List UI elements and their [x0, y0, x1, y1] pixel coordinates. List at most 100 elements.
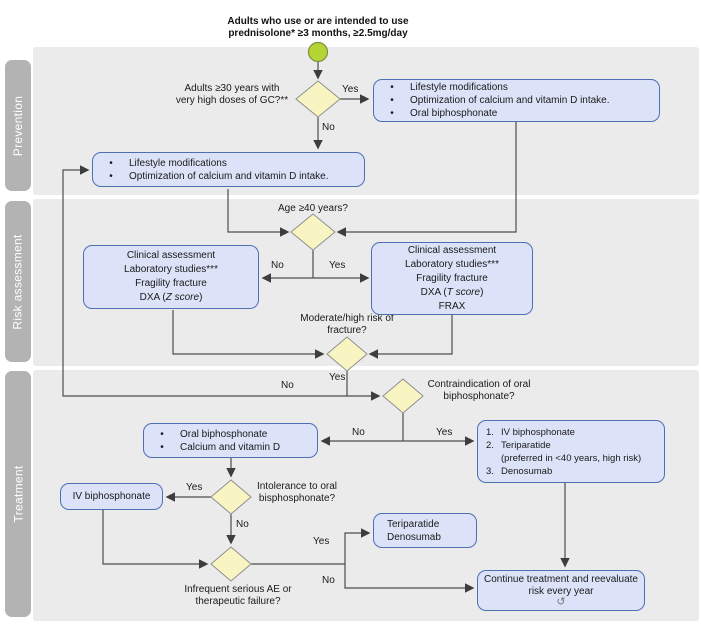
- box-line: Continue treatment and reevaluate: [484, 574, 638, 585]
- edge-label-no-highdose: No: [322, 122, 335, 133]
- start-condition-line1: Adults who use or are intended to use: [227, 16, 409, 27]
- assessment-40plus-box: Clinical assessment Laboratory studies**…: [371, 242, 533, 315]
- list-item: 2. Teriparatide: [478, 439, 664, 452]
- box-line: Fragility fracture: [135, 278, 207, 289]
- edge-under40-to-risk: [172, 310, 325, 359]
- bullet-icon: •: [390, 95, 394, 106]
- list-item: • Oral biphosphonate: [374, 107, 659, 120]
- box-line: Clinical assessment: [126, 250, 216, 261]
- dxa-score: T score: [446, 286, 481, 298]
- dxa-suffix: ): [199, 292, 203, 303]
- list-item: 1. IV biphosphonate: [478, 426, 664, 439]
- bullet-icon: •: [390, 108, 394, 119]
- box-line: IV biphosphonate: [72, 491, 151, 502]
- edge-iv-to-ae: [102, 510, 209, 569]
- edge-label-yes-fracture-risk: Yes: [329, 372, 346, 383]
- box-line: Denosumab: [387, 531, 441, 543]
- dxa-prefix: DXA (: [139, 292, 166, 303]
- list-item-text: Oral biphosphonate: [410, 108, 498, 119]
- decision-age40-diamond: [290, 213, 336, 251]
- box-line: Clinical assessment: [407, 244, 497, 256]
- list-item-text: IV biphosphonate: [501, 426, 575, 438]
- continue-treatment-box: Continue treatment and reevaluate risk e…: [477, 570, 645, 611]
- decision-contraindication-diamond: [382, 378, 424, 414]
- list-item: • Lifestyle modifications: [93, 157, 364, 170]
- decision-adverse-events-diamond: [210, 546, 252, 582]
- list-item-text: Lifestyle modifications: [129, 157, 227, 169]
- decision-intolerance-diamond: [210, 479, 252, 515]
- edge-ae-no: [344, 564, 475, 593]
- decision-label-adverse-events: Infrequent serious AE or therapeutic fai…: [184, 584, 292, 607]
- bullet-icon: •: [109, 157, 113, 169]
- section-tab-risk-assessment: Risk assessment: [5, 201, 31, 362]
- edge-label-no-fracture-risk: No: [281, 380, 294, 391]
- edge-ae-yes: [251, 528, 371, 565]
- assessment-under40-box: Clinical assessment Laboratory studies**…: [83, 245, 259, 309]
- edge-40plus-to-risk: [368, 315, 453, 359]
- list-item: • Optimization of calcium and vitamin D i…: [93, 170, 364, 183]
- box-line: risk every year: [528, 586, 594, 597]
- prevention-general-box: • Lifestyle modifications • Optimization o…: [92, 152, 365, 187]
- list-item-number: 3.: [486, 465, 494, 477]
- alternative-treatment-box: 1. IV biphosphonate 2. Teriparatide (prefe…: [477, 420, 665, 483]
- edge-prevhigh-to-age: [336, 121, 517, 237]
- list-item-text: Optimization of calcium and vitamin D in…: [129, 170, 329, 182]
- list-item: • Lifestyle modifications: [374, 81, 659, 94]
- teriparatide-denosumab-box: Teriparatide Denosumab: [373, 513, 477, 548]
- list-item: 3. Denosumab: [478, 465, 664, 478]
- list-item-text: Denosumab: [501, 465, 553, 477]
- dxa-prefix: DXA (: [420, 286, 447, 298]
- start-node: [307, 41, 329, 63]
- edge-label-no-adverse-events: No: [322, 575, 335, 586]
- bullet-icon: •: [390, 82, 394, 93]
- list-item-number: 1.: [486, 426, 494, 438]
- box-line: Teriparatide: [387, 518, 440, 530]
- dxa-suffix: ): [480, 286, 484, 298]
- list-item-text: Oral biphosphonate: [180, 428, 268, 440]
- dxa-score: Z score: [165, 292, 200, 303]
- prevention-high-dose-box: • Lifestyle modifications • Optimization o…: [373, 79, 660, 122]
- box-line-frax: FRAX: [438, 300, 466, 312]
- box-line-dxa: DXA (Z score): [84, 291, 258, 305]
- list-item-text: Teriparatide: [501, 439, 551, 451]
- list-item-number: [486, 452, 501, 465]
- box-line: Fragility fracture: [416, 272, 488, 284]
- edge-prevgeneral-to-age: [227, 189, 290, 237]
- list-item: • Oral biphosphonate: [144, 428, 317, 441]
- list-item-number: 2.: [486, 439, 494, 451]
- section-tab-prevention: Prevention: [5, 60, 31, 191]
- edge-label-yes-adverse-events: Yes: [313, 536, 330, 547]
- decision-fracture-risk-diamond: [326, 336, 368, 372]
- box-line: Laboratory studies***: [124, 264, 218, 275]
- decision-label-age40: Age ≥40 years?: [278, 203, 348, 214]
- bullet-icon: •: [160, 441, 164, 453]
- list-item-text: (preferred in <40 years, high risk): [501, 452, 642, 464]
- decision-label-fracture-risk: Moderate/high risk of fracture?: [300, 313, 394, 336]
- start-condition-line2: prednisolone* ≥3 months, ≥2.5mg/day: [228, 28, 408, 39]
- edge-label-yes-intolerance: Yes: [186, 482, 203, 493]
- edge-label-no-age40: No: [271, 260, 284, 271]
- list-item-text: Lifestyle modifications: [410, 82, 508, 93]
- list-item-text: Calcium and vitamin D: [180, 441, 281, 453]
- section-tab-treatment: Treatment: [5, 371, 31, 617]
- oral-treatment-box: • Oral biphosphonate • Calcium and vitamin…: [143, 423, 318, 458]
- list-item: • Calcium and vitamin D: [144, 441, 317, 454]
- edge-label-yes-contraindication: Yes: [436, 427, 453, 438]
- bullet-icon: •: [160, 428, 164, 440]
- box-line: Laboratory studies***: [405, 258, 499, 270]
- edge-label-no-intolerance: No: [236, 519, 249, 530]
- list-item-text: Optimization of calcium and vitamin D in…: [410, 95, 610, 106]
- box-line-dxa: DXA (T score): [372, 286, 532, 300]
- list-item: (preferred in <40 years, high risk): [478, 452, 664, 465]
- edge-label-yes-age40: Yes: [329, 260, 346, 271]
- edge-label-no-contraindication: No: [352, 427, 365, 438]
- decision-highdose-diamond: [295, 80, 341, 118]
- list-item: • Optimization of calcium and vitamin D i…: [374, 94, 659, 107]
- start-condition-label: Adults who use or are intended to use pr…: [160, 16, 476, 40]
- decision-label-contraindication: Contraindication of oral biphosphonate?: [427, 379, 531, 402]
- repeat-icon: ↺: [556, 596, 566, 608]
- bullet-icon: •: [109, 170, 113, 182]
- edge-label-yes-highdose: Yes: [342, 84, 359, 95]
